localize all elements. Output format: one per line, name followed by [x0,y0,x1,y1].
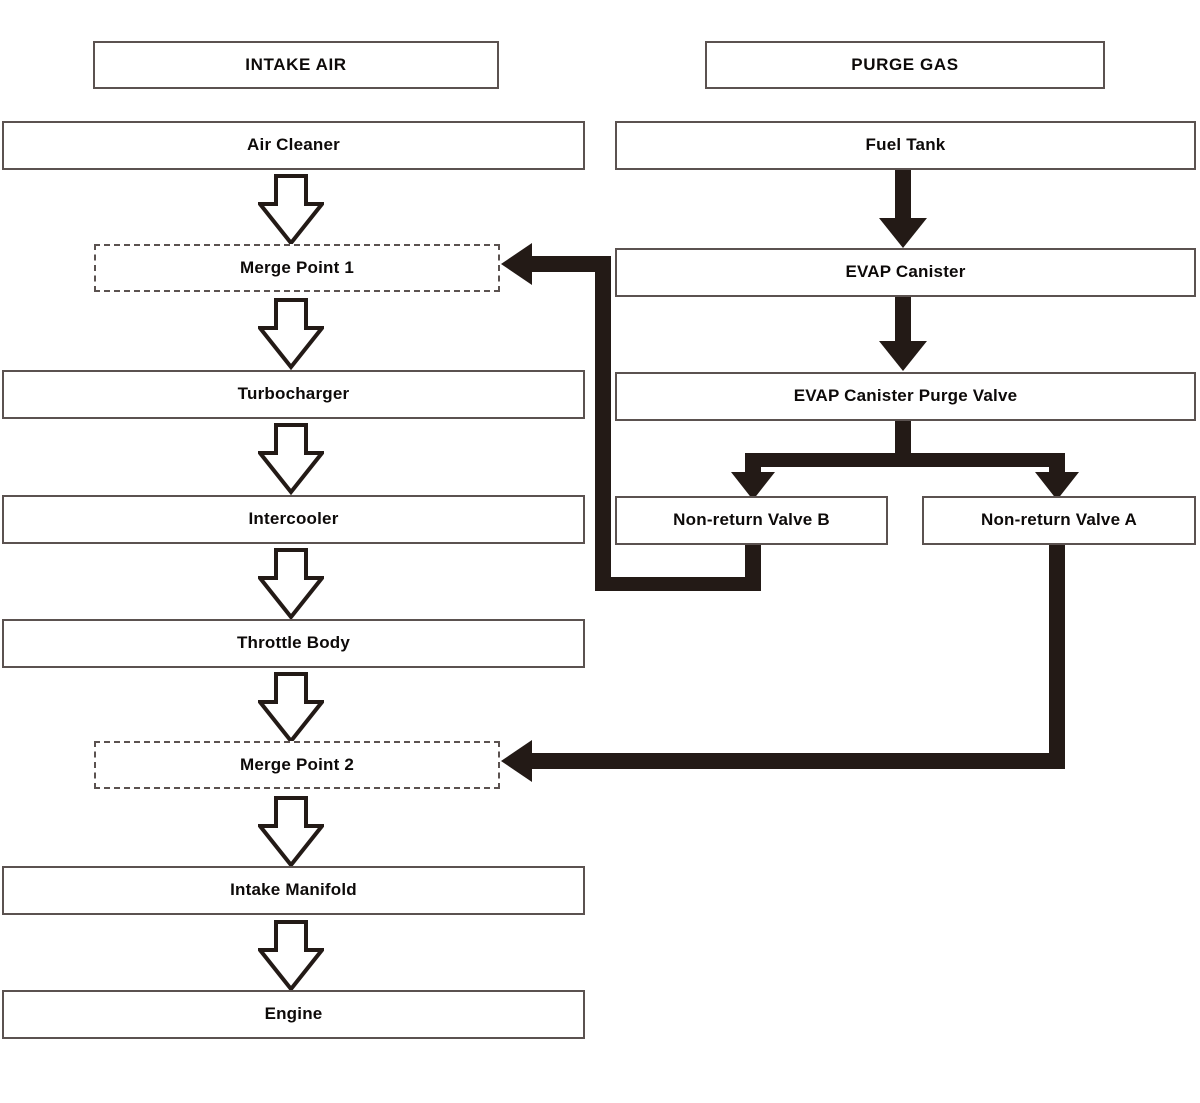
connector-purge-valve-branch [731,421,1079,500]
node-intake-manifold[interactable]: Intake Manifold [2,866,585,915]
hollow-arrow-turbocharger-to-intercooler [258,423,324,495]
connector-valve-a-to-merge-point-2 [501,545,1065,782]
hollow-arrow-intake-manifold-to-engine [258,920,324,992]
hollow-arrow-merge-point-1-to-turbocharger [258,298,324,370]
node-fuel-tank[interactable]: Fuel Tank [615,121,1196,170]
node-non-return-valve-b[interactable]: Non-return Valve B [615,496,888,545]
node-turbocharger[interactable]: Turbocharger [2,370,585,419]
node-merge-point-1[interactable]: Merge Point 1 [94,244,500,292]
node-intercooler[interactable]: Intercooler [2,495,585,544]
hollow-arrow-air-cleaner-to-merge-point-1 [258,174,324,246]
hollow-arrow-merge-point-2-to-intake-manifold [258,796,324,868]
hollow-arrow-throttle-body-to-merge-point-2 [258,672,324,744]
node-non-return-valve-a[interactable]: Non-return Valve A [922,496,1196,545]
node-merge-point-2[interactable]: Merge Point 2 [94,741,500,789]
node-engine[interactable]: Engine [2,990,585,1039]
header-intake-air: INTAKE AIR [93,41,499,89]
header-purge-gas: PURGE GAS [705,41,1105,89]
connector-fuel-tank-to-evap-canister [879,170,927,248]
connector-evap-canister-to-purge-valve [879,297,927,371]
node-throttle-body[interactable]: Throttle Body [2,619,585,668]
node-air-cleaner[interactable]: Air Cleaner [2,121,585,170]
node-evap-canister[interactable]: EVAP Canister [615,248,1196,297]
node-evap-canister-purge-valve[interactable]: EVAP Canister Purge Valve [615,372,1196,421]
hollow-arrow-intercooler-to-throttle-body [258,548,324,620]
